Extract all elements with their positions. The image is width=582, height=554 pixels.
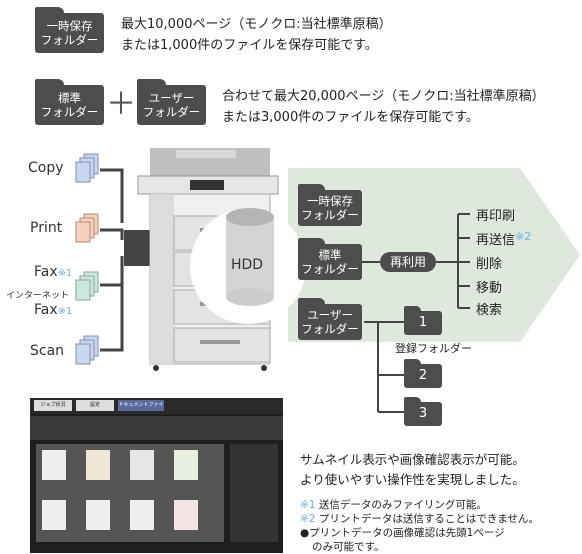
thumb-1 — [42, 450, 66, 480]
flow-user-line1: ユーザー — [307, 308, 353, 322]
plus-symbol: ＋ — [106, 87, 136, 122]
combined-desc-line2: または3,000件のファイルを保存可能です。 — [222, 110, 479, 125]
panel-side-controls — [230, 444, 278, 542]
user-folder-icon: ユーザー フォルダー — [137, 79, 206, 125]
panel-screenshot: ジョブ状況 設定 ドキュメントファイリング — [30, 398, 283, 553]
doc-icon-scan — [75, 335, 99, 365]
thumb-2 — [86, 450, 110, 480]
temp-folder-line2: フォルダー — [40, 33, 99, 47]
label-scan: Scan — [30, 343, 65, 359]
action-delete: 削除 — [476, 257, 503, 272]
input-connectors — [100, 168, 124, 352]
internet-fax-text: Fax — [34, 302, 58, 318]
footnote-1-text: 送信データのみファイリング可能。 — [315, 499, 487, 511]
action-tree — [362, 213, 470, 309]
flow-temp-line2: フォルダー — [301, 208, 359, 222]
footnote-2-mark: ※2 — [300, 513, 316, 525]
combined-desc: 合わせて最大20,000ページ（モノクロ:当社標準原稿） または3,000件のフ… — [222, 86, 545, 128]
user-folder-tree — [364, 321, 404, 413]
footnote-1: ※1 送信データのみファイリング可能。 — [300, 498, 487, 512]
action-reprint: 再印刷 — [476, 209, 516, 224]
panel-tab-bar: ジョブ状況 設定 ドキュメントファイリング — [30, 398, 283, 414]
registered-folder-2: 2 — [404, 359, 442, 388]
hdd-cylinder — [226, 208, 274, 306]
temp-folder-icon: 一時保存 フォルダー — [35, 7, 104, 53]
registered-folder-1: 1 — [404, 306, 442, 335]
footnote-3-line2: のみ可能です。 — [312, 541, 385, 553]
panel-thumb-area — [36, 444, 224, 542]
flow-temp-folder: 一時保存 フォルダー — [298, 184, 362, 226]
feature-line-2: より使いやすい操作性を実現しました。 — [300, 472, 525, 487]
doc-icon-print — [75, 213, 99, 243]
flow-user-folder: ユーザー フォルダー — [298, 298, 362, 340]
action-resend: 再送信※2 — [476, 229, 531, 248]
label-internet-prefix: インターネット — [6, 291, 70, 301]
footnote-1-mark: ※1 — [300, 499, 316, 511]
registered-folder-label: 登録フォルダー — [395, 342, 472, 355]
temp-desc-line1: 最大10,000ページ（モノクロ:当社標準原稿） — [121, 17, 392, 32]
temp-desc-line2: または1,000件のファイルを保存可能です。 — [121, 38, 378, 53]
fax-text: Fax — [34, 264, 58, 280]
std-folder-icon: 標準 フォルダー — [35, 79, 104, 125]
thumb-5 — [42, 500, 66, 530]
footnote-3-line1: ●プリントデータの画像確認は先頭1ページ — [300, 527, 505, 539]
label-internet-fax: Fax※1 — [34, 302, 72, 318]
flow-user-line2: フォルダー — [301, 322, 359, 336]
flow-std-folder: 標準 フォルダー — [298, 238, 362, 280]
temp-folder-desc: 最大10,000ページ（モノクロ:当社標準原稿） または1,000件のファイルを… — [121, 14, 392, 56]
resend-note: ※2 — [515, 230, 532, 243]
std-folder-line2: フォルダー — [40, 105, 99, 119]
thumb-3 — [130, 450, 154, 480]
panel-tab-setting: 設定 — [76, 400, 114, 411]
label-copy: Copy — [28, 160, 64, 176]
registered-folder-3: 3 — [404, 397, 442, 426]
resend-text: 再送信 — [476, 233, 516, 248]
combined-desc-line1: 合わせて最大20,000ページ（モノクロ:当社標準原稿） — [222, 89, 545, 104]
footnote-2: ※2 プリントデータは送信することはできません。 — [300, 512, 539, 526]
hdd-label: HDD — [231, 257, 264, 273]
thumb-4 — [174, 450, 198, 480]
panel-toolbar — [30, 416, 283, 440]
flow-std-line2: フォルダー — [301, 262, 359, 276]
action-search: 検索 — [476, 303, 503, 318]
user-folder-line2: フォルダー — [142, 105, 201, 119]
flow-std-line1: 標準 — [318, 248, 342, 262]
std-folder-line1: 標準 — [58, 91, 81, 105]
internet-fax-note: ※1 — [57, 306, 73, 317]
panel-tab-filing: ドキュメントファイリング — [118, 400, 164, 411]
panel-tab-job: ジョブ状況 — [34, 400, 72, 411]
temp-folder-line1: 一時保存 — [46, 19, 93, 33]
flow-temp-line1: 一時保存 — [307, 194, 353, 208]
thumb-6 — [86, 500, 110, 530]
footnote-2-text: プリントデータは送信することはできません。 — [315, 513, 540, 525]
user-folder-line1: ユーザー — [148, 91, 195, 105]
feature-line-1: サムネイル表示や画像確認表示が可能。 — [300, 452, 525, 467]
doc-icon-fax — [75, 271, 99, 301]
reuse-badge: 再利用 — [380, 252, 436, 272]
thumb-7 — [130, 500, 154, 530]
fax-note: ※1 — [57, 268, 73, 279]
label-print: Print — [30, 220, 63, 236]
label-fax: Fax※1 — [34, 264, 72, 280]
doc-icon-copy — [75, 153, 99, 183]
action-move: 移動 — [476, 281, 503, 296]
thumb-8 — [174, 500, 198, 530]
